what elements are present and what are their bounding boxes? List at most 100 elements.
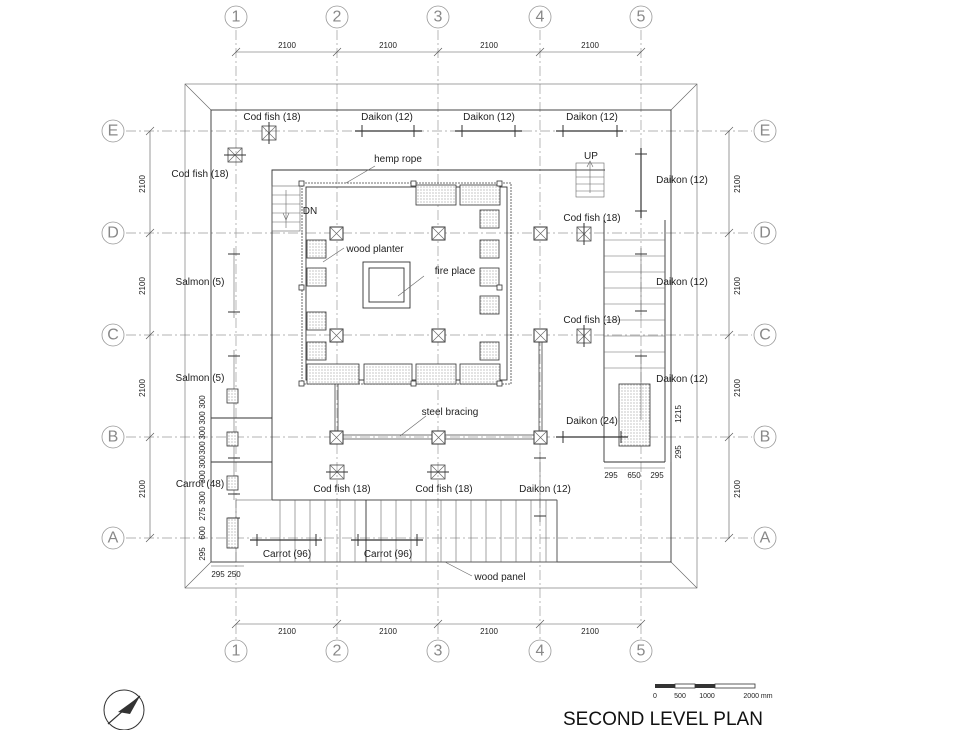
dim-bottom-4-5: 2100 [581, 627, 599, 636]
row-bubble-E-right: E [753, 119, 777, 143]
scale-bar: 0 500 1000 2000 mm [653, 683, 773, 700]
svg-text:1215: 1215 [674, 405, 683, 423]
stair-down: DN [271, 185, 317, 232]
dim-bottom-1-2: 2100 [278, 627, 296, 636]
svg-text:Daikon (12): Daikon (12) [519, 484, 571, 495]
svg-text:250: 250 [227, 570, 241, 579]
hanging-items: Cod fish (18) Cod fish (18) Daikon (12) … [171, 112, 707, 560]
svg-text:Cod fish (18): Cod fish (18) [171, 169, 228, 180]
column-bubble-4-bottom: 4 [528, 639, 552, 663]
svg-text:300: 300 [198, 411, 207, 425]
right-detail-dimensions: 295 650 295 1215 295 [604, 384, 683, 480]
row-bubble-B-right: B [753, 425, 777, 449]
svg-text:4: 4 [536, 643, 545, 660]
svg-text:Carrot (96): Carrot (96) [263, 549, 311, 560]
svg-text:1: 1 [232, 643, 241, 660]
fire-place-inner [368, 267, 405, 303]
svg-text:295: 295 [198, 547, 207, 561]
svg-text:Carrot (48): Carrot (48) [176, 479, 224, 490]
svg-text:Cod fish (18): Cod fish (18) [243, 112, 300, 123]
carrot-rack-48: Carrot (48) [176, 457, 240, 495]
structural-columns [329, 226, 548, 445]
svg-text:D: D [107, 225, 119, 242]
north-arrow-icon [103, 689, 145, 730]
daikon-rack-right-1: Daikon (12) [635, 148, 708, 218]
svg-text:Carrot (96): Carrot (96) [364, 549, 412, 560]
svg-text:5: 5 [637, 9, 646, 26]
left-detail-dimensions: 300 300 300 300 300 300 300 275 600 295 … [198, 390, 244, 579]
svg-text:Daikon (24): Daikon (24) [566, 416, 618, 427]
svg-text:600: 600 [198, 526, 207, 540]
row-bubble-D-left: D [101, 221, 125, 245]
steel-bracing-label: steel bracing [422, 407, 479, 418]
dn-label: DN [303, 206, 317, 217]
svg-text:500: 500 [674, 693, 686, 700]
column-bubble-5-top: 5 [629, 5, 653, 29]
row-bubble-E-left: E [101, 119, 125, 143]
cod-fish-rack-top: Cod fish (18) [243, 112, 301, 144]
dim-top-2-3: 2100 [379, 41, 397, 50]
svg-text:Cod fish (18): Cod fish (18) [563, 315, 620, 326]
dim-bottom-3-4: 2100 [480, 627, 498, 636]
column-bubble-4-top: 4 [528, 5, 552, 29]
svg-text:4: 4 [536, 9, 545, 26]
cod-fish-rack-right-2: Cod fish (18) [563, 315, 621, 347]
svg-text:Salmon (5): Salmon (5) [176, 373, 225, 384]
cod-fish-rack-bottom-2: Cod fish (18) [415, 464, 473, 495]
daikon-rack-right-2: Daikon (12) [635, 248, 708, 318]
svg-text:295: 295 [674, 445, 683, 459]
svg-text:Cod fish (18): Cod fish (18) [415, 484, 472, 495]
column-bubble-5-bottom: 5 [629, 639, 653, 663]
svg-text:300: 300 [198, 441, 207, 455]
daikon-rack-top-3: Daikon (12) [556, 112, 623, 137]
hemp-rope-label: hemp rope [374, 154, 422, 165]
dim-top-4-5: 2100 [581, 41, 599, 50]
row-bubble-A-right: A [753, 526, 777, 550]
cod-fish-rack-bottom-1: Cod fish (18) [313, 464, 371, 495]
dim-top-3-4: 2100 [480, 41, 498, 50]
dimension-top: 2100 2100 2100 2100 [231, 41, 646, 57]
dim-right-B-A: 2100 [733, 480, 742, 498]
carrot-box-bottom-left [226, 517, 240, 549]
svg-text:Cod fish (18): Cod fish (18) [313, 484, 370, 495]
svg-text:5: 5 [637, 643, 646, 660]
drawing-title: SECOND LEVEL PLAN [563, 709, 763, 730]
svg-text:300: 300 [198, 426, 207, 440]
row-bubble-A-left: A [101, 526, 125, 550]
up-label: UP [584, 151, 598, 162]
svg-text:Daikon (12): Daikon (12) [566, 112, 618, 123]
svg-text:Daikon (12): Daikon (12) [361, 112, 413, 123]
dimension-bottom: 2100 2100 2100 2100 [231, 619, 646, 636]
right-slat-deck [604, 239, 665, 447]
svg-text:295: 295 [604, 471, 618, 480]
dimension-right: 2100 2100 2100 2100 [724, 126, 742, 543]
svg-text:Daikon (12): Daikon (12) [656, 175, 708, 186]
row-bubble-C-right: C [753, 323, 777, 347]
dim-left-D-C: 2100 [138, 277, 147, 295]
column-bubble-2-top: 2 [325, 5, 349, 29]
dim-right-E-D: 2100 [733, 175, 742, 193]
wood-planter-label: wood planter [345, 244, 404, 255]
svg-text:B: B [108, 429, 119, 446]
svg-text:300: 300 [198, 470, 207, 484]
svg-text:A: A [760, 530, 771, 547]
svg-text:C: C [759, 327, 771, 344]
right-planter-box [618, 383, 651, 447]
daikon-rack-24: Daikon (24) [556, 416, 628, 443]
svg-text:300: 300 [198, 455, 207, 469]
column-bubble-2-bottom: 2 [325, 639, 349, 663]
svg-text:E: E [108, 123, 119, 140]
svg-text:Cod fish (18): Cod fish (18) [563, 213, 620, 224]
svg-text:0: 0 [653, 693, 657, 700]
fire-place-label: fire place [435, 266, 476, 277]
cod-fish-rack-left: Cod fish (18) [171, 147, 246, 180]
svg-text:295: 295 [211, 570, 225, 579]
dim-left-E-D: 2100 [138, 175, 147, 193]
daikon-rack-top-1: Daikon (12) [355, 112, 422, 137]
dim-left-B-A: 2100 [138, 480, 147, 498]
daikon-rack-top-2: Daikon (12) [455, 112, 522, 137]
cod-fish-rack-right-1: Cod fish (18) [563, 213, 621, 245]
salmon-rack-left-1: Salmon (5) [176, 248, 240, 318]
row-bubble-D-right: D [753, 221, 777, 245]
